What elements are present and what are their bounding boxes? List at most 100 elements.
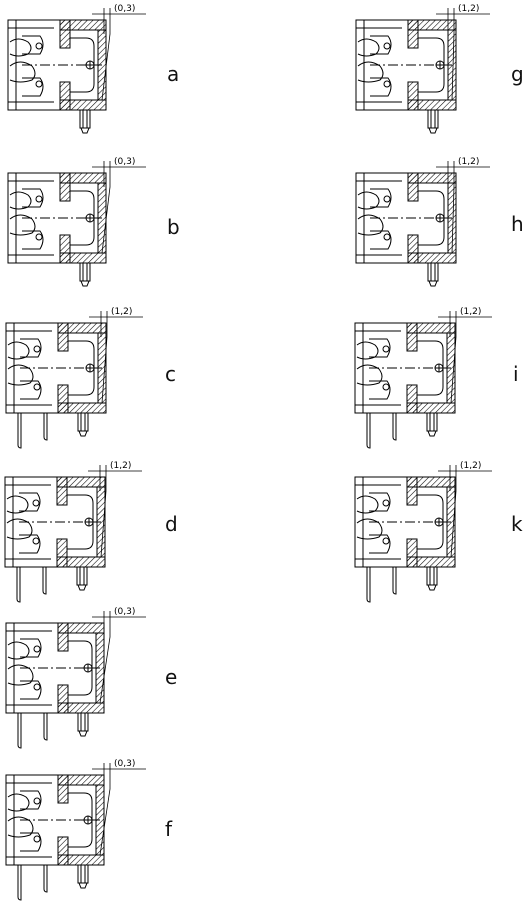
connector-drawing-k: (1,2) k <box>348 450 528 603</box>
comb-slot-top <box>369 338 391 358</box>
section-left-lower <box>59 81 71 111</box>
pin-hole-upper <box>383 195 391 203</box>
connector-svg-e: (0,3) <box>5 607 146 749</box>
mounting-peg-tip <box>80 280 90 287</box>
mounting-peg-tip <box>428 280 438 287</box>
dimension-leader <box>451 33 455 101</box>
connector-body: (1,2) <box>354 461 492 603</box>
comb-slot-bottom <box>22 230 44 250</box>
mounting-peg-tip <box>78 430 88 437</box>
section-left-lower <box>406 384 418 414</box>
comb-slot-middle <box>357 214 384 236</box>
comb-slot-middle <box>7 816 34 838</box>
connector-body: (1,2) <box>5 307 143 449</box>
variant-label-f: f <box>165 817 173 841</box>
connector-body: (0,3) <box>7 4 146 134</box>
comb-slot-upper <box>357 38 380 57</box>
solder-lead-1 <box>17 865 22 901</box>
dimension-value: (0,3) <box>114 759 135 769</box>
section-left-lower <box>57 836 69 866</box>
mounting-peg-tip <box>77 584 87 591</box>
comb-slot-top <box>369 492 391 512</box>
section-left-upper <box>407 172 419 202</box>
connector-drawing-e: (0,3) e <box>0 605 260 755</box>
dimension-leader <box>101 336 108 404</box>
connector-body: (1,2) <box>355 4 490 134</box>
mounting-peg <box>426 412 438 432</box>
mounting-peg-tip <box>427 430 437 437</box>
section-left-lower <box>57 684 69 714</box>
comb-slot-upper <box>356 341 379 360</box>
comb-slot-middle <box>357 61 384 83</box>
comb-slot-upper <box>357 191 380 210</box>
comb-slot-bottom <box>19 534 41 554</box>
mounting-peg-tip <box>78 882 88 889</box>
solder-lead-2 <box>43 713 48 741</box>
dimension-value: (0,3) <box>114 157 135 167</box>
pin-hole-upper <box>382 345 390 353</box>
mounting-peg <box>79 109 91 129</box>
comb-slot-bottom <box>22 77 44 97</box>
mounting-peg <box>76 566 88 586</box>
connector-svg-i: (1,2) <box>354 307 492 449</box>
comb-slot-upper <box>9 38 32 57</box>
mounting-peg-tip <box>427 584 437 591</box>
comb-slot-middle <box>356 364 383 386</box>
comb-slot-middle <box>356 518 383 540</box>
comb-slot-top <box>22 188 44 208</box>
dimension-leader <box>450 336 457 404</box>
section-left-lower <box>57 384 69 414</box>
comb-slot-bottom <box>20 680 42 700</box>
section-left-upper <box>57 322 69 352</box>
connector-svg-h: (1,2) <box>355 157 490 287</box>
mounting-peg <box>79 262 91 282</box>
pin-hole-lower <box>33 835 41 843</box>
pin-hole-lower <box>383 80 391 88</box>
connector-drawing-a: (0,3) a <box>0 0 260 150</box>
mounting-peg <box>77 712 89 732</box>
dimension-leader <box>99 636 111 704</box>
mounting-peg <box>77 412 89 432</box>
solder-lead-2 <box>392 567 397 595</box>
section-left-lower <box>407 81 419 111</box>
solder-lead-1 <box>16 567 21 603</box>
comb-slot-middle <box>9 214 36 236</box>
mounting-peg <box>426 566 438 586</box>
connector-svg-d: (1,2) <box>4 461 142 603</box>
mounting-peg <box>427 109 439 129</box>
connector-drawing-d: (1,2) d <box>0 450 260 603</box>
pin-hole-upper <box>32 499 40 507</box>
pin-hole-lower <box>32 537 40 545</box>
dimension-value: (1,2) <box>111 307 132 317</box>
solder-lead-1 <box>17 713 22 749</box>
comb-slot-middle <box>9 61 36 83</box>
comb-slot-upper <box>7 341 30 360</box>
dimension-value: (0,3) <box>114 4 135 14</box>
dimension-value: (0,3) <box>114 607 135 617</box>
connector-drawing-h: (1,2) h <box>348 150 528 300</box>
connector-svg-f: (0,3) <box>5 759 146 901</box>
dimension-leader <box>101 186 111 254</box>
mounting-peg-tip <box>78 730 88 737</box>
mounting-peg <box>427 262 439 282</box>
connector-drawing-g: (1,2) g <box>348 0 528 150</box>
comb-slot-upper <box>7 793 30 812</box>
mounting-peg-tip <box>80 127 90 134</box>
dimension-leader <box>100 490 107 558</box>
connector-body: (0,3) <box>7 157 146 287</box>
connector-svg-g: (1,2) <box>355 4 490 134</box>
dimension-leader <box>101 33 111 101</box>
dimension-value: (1,2) <box>460 461 481 471</box>
connector-svg-a: (0,3) <box>7 4 146 134</box>
section-left-upper <box>57 622 69 652</box>
pin-hole-lower <box>382 537 390 545</box>
comb-slot-top <box>20 790 42 810</box>
variant-label-e: e <box>165 665 178 689</box>
pin-hole-upper <box>33 345 41 353</box>
comb-slot-upper <box>6 495 29 514</box>
section-left-upper <box>407 19 419 49</box>
connector-drawing-f: (0,3) f <box>0 755 260 905</box>
pin-hole-upper <box>383 42 391 50</box>
comb-slot-top <box>20 338 42 358</box>
